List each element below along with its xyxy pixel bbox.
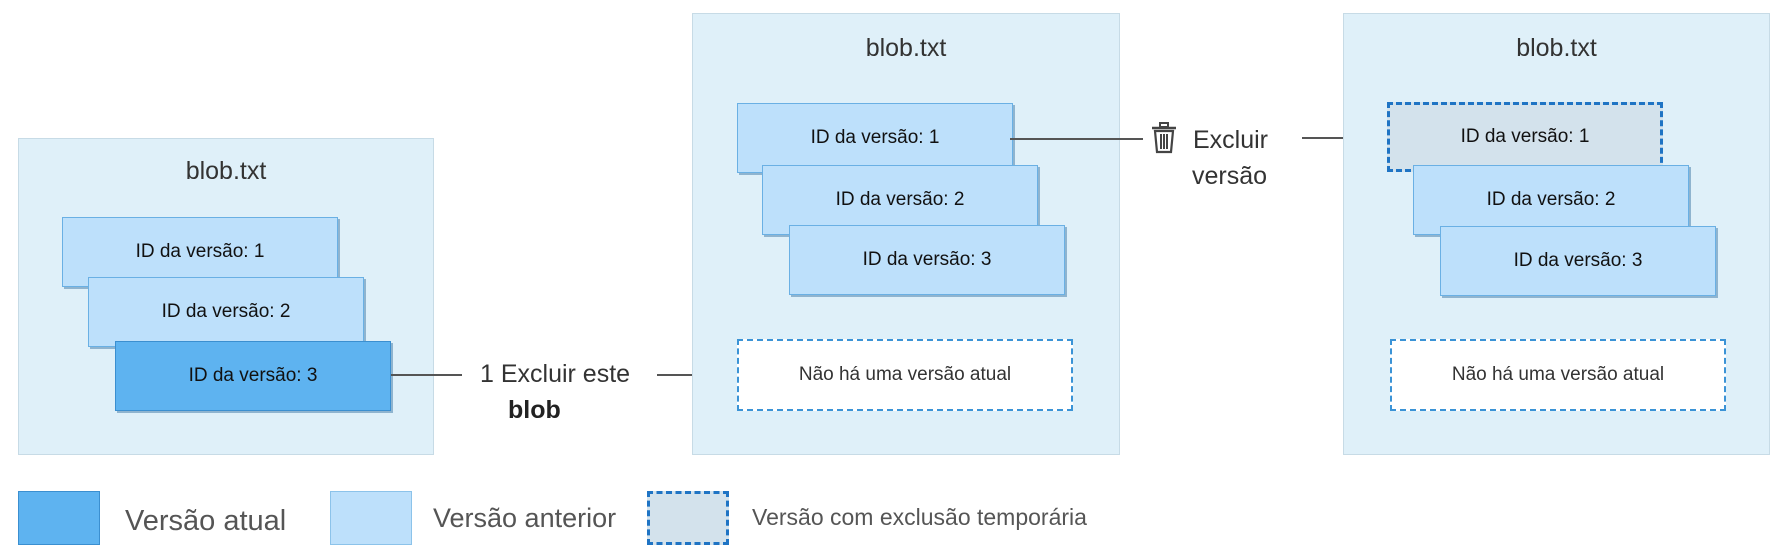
connector-line xyxy=(1010,138,1143,140)
blob-panel-after-version-delete: blob.txt ID da versão: 1 ID da versão: 2… xyxy=(1343,13,1770,455)
version-box-2: ID da versão: 2 xyxy=(1413,165,1689,235)
version-box-3-current: ID da versão: 3 xyxy=(115,341,391,411)
version-box-2: ID da versão: 2 xyxy=(88,277,364,347)
version-box-1-soft-deleted: ID da versão: 1 xyxy=(1387,102,1663,172)
legend-label-current: Versão atual xyxy=(125,505,287,537)
version-box-1: ID da versão: 1 xyxy=(62,217,338,287)
panel-title: blob.txt xyxy=(865,34,947,62)
legend-swatch-soft-deleted xyxy=(647,491,729,545)
connector-line xyxy=(657,374,719,376)
blob-panel-initial: blob.txt ID da versão: 1 ID da versão: 2… xyxy=(18,138,434,455)
legend-label-previous: Versão anterior xyxy=(433,503,617,533)
version-box-2: ID da versão: 2 xyxy=(762,165,1038,235)
blob-panel-after-delete: blob.txt ID da versão: 1 ID da versão: 2… xyxy=(692,13,1120,455)
legend-swatch-current xyxy=(18,491,100,545)
delete-blob-text: 1 Excluir este xyxy=(480,360,631,388)
no-current-version-box: Não há uma versão atual xyxy=(737,339,1073,411)
connector-line xyxy=(391,374,462,376)
delete-blob-bold: blob xyxy=(508,396,561,424)
connector-line xyxy=(1302,137,1383,139)
version-box-3: ID da versão: 3 xyxy=(789,225,1065,295)
version-box-3: ID da versão: 3 xyxy=(1440,226,1716,296)
delete-blob-label: 1 Excluir este blob xyxy=(480,356,630,428)
delete-version-text-2: versão xyxy=(1191,162,1268,190)
legend-swatch-previous xyxy=(330,491,412,545)
no-current-version-box: Não há uma versão atual xyxy=(1390,339,1726,411)
delete-version-label: Excluir versão xyxy=(1191,122,1269,194)
trash-icon xyxy=(1152,122,1176,154)
legend-label-soft-deleted: Versão com exclusão temporária xyxy=(752,504,1087,530)
delete-version-text-1: Excluir xyxy=(1193,126,1269,154)
version-box-1: ID da versão: 1 xyxy=(737,103,1013,173)
panel-title: blob.txt xyxy=(1516,34,1597,62)
panel-title: blob.txt xyxy=(185,157,267,185)
